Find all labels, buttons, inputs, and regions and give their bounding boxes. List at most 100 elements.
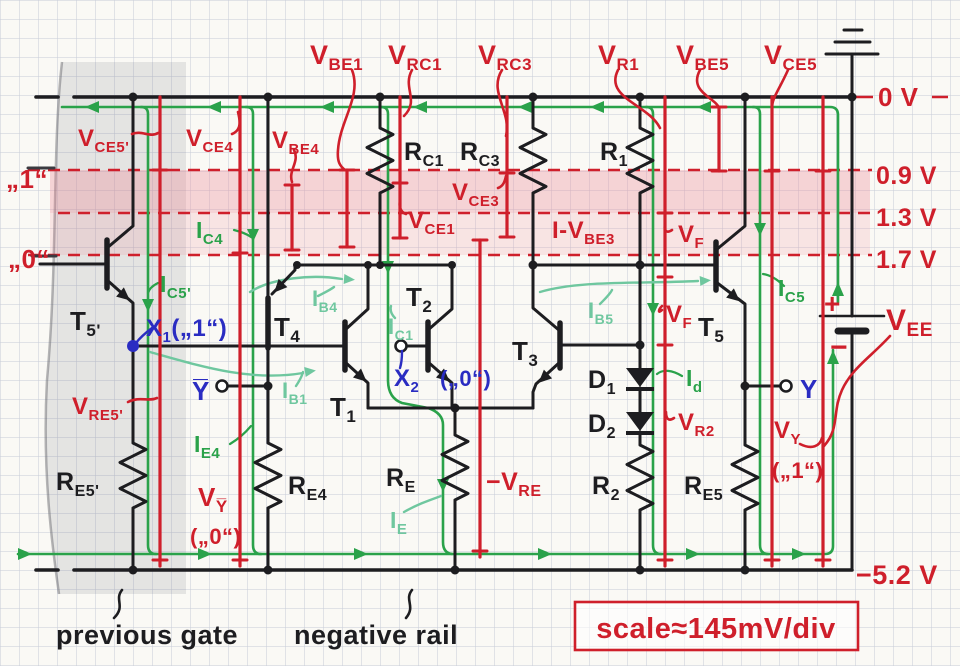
emitter-arrows xyxy=(116,278,740,383)
label-level-0v: 0 V xyxy=(878,82,919,112)
label-rc1: RC1 xyxy=(404,138,444,170)
label-vbe4: VBE4 xyxy=(272,127,319,158)
label-vy: VY xyxy=(774,417,801,448)
transistor-t3 xyxy=(531,263,642,410)
label-d1: D1 xyxy=(588,366,616,398)
scale-note-box xyxy=(573,600,860,652)
transistor-t2 xyxy=(404,263,454,410)
label-minus-vre: −VRE xyxy=(486,468,542,500)
label-vybar-state: („0“) xyxy=(190,524,241,549)
transistor-t5-re5 xyxy=(531,95,783,572)
label-ic5-prev: IC5' xyxy=(160,271,191,302)
diode-symbols xyxy=(626,368,654,431)
circuit-wiring xyxy=(26,28,886,620)
label-ie: IE xyxy=(390,507,407,538)
level-lines xyxy=(28,95,948,257)
blue-node-markers xyxy=(127,326,404,370)
transistor-t1 xyxy=(343,263,370,410)
label-vrc1: VRC1 xyxy=(388,40,442,74)
label-scale-note: scale≈145mV/div xyxy=(596,613,835,645)
supply-rails xyxy=(34,95,854,572)
resistor-rc3 xyxy=(518,95,548,267)
label-vybar: VY̅ xyxy=(198,482,228,516)
level-edge-ticks xyxy=(26,166,58,258)
bias-chain xyxy=(625,343,655,572)
diode-cathode-bars xyxy=(626,387,654,435)
y-terminal xyxy=(779,379,793,393)
ybar-terminal xyxy=(215,379,229,393)
blue-label-pointers xyxy=(134,326,404,370)
diodes xyxy=(626,368,654,435)
label-t5-prev: T5' xyxy=(70,306,101,340)
label-ybar: Y̅ xyxy=(192,376,210,406)
label-vf-lower: VF xyxy=(666,301,692,332)
red-label-pointers xyxy=(126,68,892,449)
logic-band-low xyxy=(50,213,870,255)
label-t1: T1 xyxy=(330,392,356,426)
supply-column xyxy=(824,28,880,572)
label-vr1: VR1 xyxy=(598,40,639,74)
label-t2: T2 xyxy=(406,282,432,316)
label-vrc3: VRC3 xyxy=(478,40,532,74)
label-x2: X2 xyxy=(394,365,419,396)
label-r2: R2 xyxy=(592,472,620,504)
junction-dots xyxy=(128,92,857,575)
label-t4: T4 xyxy=(274,312,300,346)
current-loop-wires xyxy=(16,105,840,556)
label-re5: RE5 xyxy=(684,472,723,504)
label-ic1: IC1 xyxy=(388,314,414,343)
label-re5-prev: RE5' xyxy=(56,468,99,500)
label-level-17v: 1.7 V xyxy=(876,246,937,274)
label-vee-plus: + xyxy=(824,288,841,319)
label-vce4: VCE4 xyxy=(186,125,233,156)
label-level-09v: 0.9 V xyxy=(876,162,937,190)
label-x1: X1(„1“) xyxy=(146,315,227,346)
label-ic5: IC5 xyxy=(778,275,805,306)
label-vce5-prev: VCE5' xyxy=(78,125,129,156)
label-vee-minus: − xyxy=(830,331,848,364)
label-vbe5: VBE5 xyxy=(676,40,729,74)
resistor-rc1 xyxy=(365,95,395,267)
base-current-arrowheads xyxy=(304,274,711,377)
label-id: Id xyxy=(686,365,703,396)
label-re: RE xyxy=(386,464,416,496)
caption-pointers xyxy=(112,588,414,620)
label-vce5-top: VCE5 xyxy=(764,40,817,74)
current-arrows xyxy=(18,101,844,560)
green-label-pointers xyxy=(146,228,786,446)
label-x2-state: („0“) xyxy=(440,366,491,391)
transistor-t4-re4 xyxy=(224,95,297,572)
label-logic-1: „1“ xyxy=(6,164,48,194)
label-level-52v: −5.2 V xyxy=(856,560,938,590)
label-vce3: VCE3 xyxy=(452,179,499,210)
label-t3: T3 xyxy=(512,336,538,370)
label-vre5-prev: VRE5' xyxy=(72,393,123,424)
label-t5: T5 xyxy=(698,312,724,346)
label-ie4: IE4 xyxy=(194,431,220,462)
label-vbe1: VBE1 xyxy=(310,40,363,74)
label-vr2: VR2 xyxy=(678,409,715,440)
label-ivbe3: I-VBE3 xyxy=(552,217,615,248)
label-level-13v: 1.3 V xyxy=(876,204,937,232)
transistor-t5-prev xyxy=(38,95,148,572)
label-y: Y xyxy=(800,374,818,404)
logic-band-high xyxy=(50,170,870,213)
label-ib5: IB5 xyxy=(588,298,614,327)
caption-negative-rail: negative rail xyxy=(294,620,458,650)
label-vf-upper: VF xyxy=(678,221,704,252)
label-ic4: IC4 xyxy=(196,217,223,248)
label-ib4: IB4 xyxy=(312,286,338,315)
previous-gate-region xyxy=(44,61,186,595)
label-re4: RE4 xyxy=(288,472,327,504)
base-current-arcs xyxy=(148,275,700,514)
label-ib1: IB1 xyxy=(282,378,308,407)
label-logic-0: „0“ xyxy=(8,244,50,274)
label-r1: R1 xyxy=(600,138,628,170)
caption-previous-gate: previous gate xyxy=(56,620,238,650)
label-vy-state: („1“) xyxy=(772,458,823,483)
label-vee: VEE xyxy=(886,304,933,341)
label-rc3: RC3 xyxy=(460,138,500,170)
